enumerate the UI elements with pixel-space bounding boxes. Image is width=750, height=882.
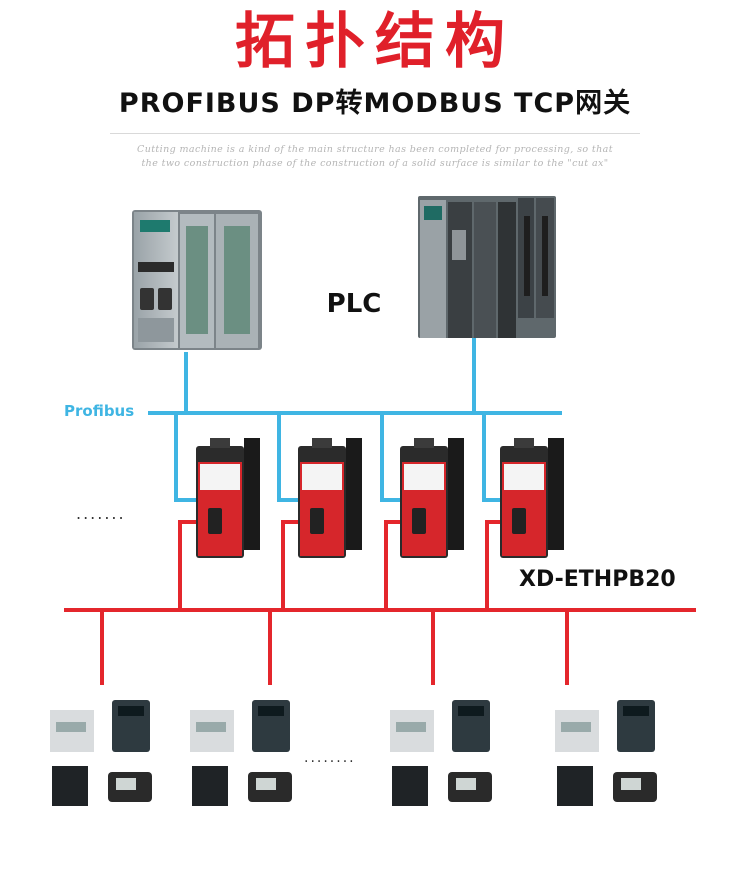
vfd-drive [192, 766, 228, 806]
device-group-3 [390, 700, 492, 806]
plc-label: PLC [327, 289, 382, 319]
inverter [112, 700, 150, 752]
plc-s7-400 [418, 196, 556, 338]
controller-panel [613, 772, 657, 802]
caption-line-2: the two construction phase of the constr… [141, 158, 609, 169]
energy-meter [390, 710, 434, 752]
device-group-2 [190, 700, 292, 806]
profibus-label: Profibus [64, 402, 134, 420]
title-divider [110, 133, 640, 134]
vfd-drive [52, 766, 88, 806]
gateway-3 [400, 438, 464, 558]
inverter [252, 700, 290, 752]
inverter [617, 700, 655, 752]
ethernet-lines [64, 520, 696, 685]
controller-panel [248, 772, 292, 802]
device-ellipsis: ........ [304, 750, 356, 766]
gateway-1 [196, 438, 260, 558]
caption-line-1: Cutting machine is a kind of the main st… [137, 144, 613, 155]
gateway-model-label: XD-ETHPB20 [519, 567, 676, 592]
vfd-drive [557, 766, 593, 806]
gateway-2 [298, 438, 362, 558]
energy-meter [555, 710, 599, 752]
energy-meter [190, 710, 234, 752]
inverter [452, 700, 490, 752]
device-group-4 [555, 700, 657, 806]
gateway-ellipsis: ....... [76, 504, 126, 523]
vfd-drive [392, 766, 428, 806]
controller-panel [108, 772, 152, 802]
controller-panel [448, 772, 492, 802]
plc-s7-300 [132, 210, 262, 350]
page-subtitle: PROFIBUS DP转MODBUS TCP网关 [118, 88, 632, 119]
energy-meter [50, 710, 94, 752]
gateway-4 [500, 438, 564, 558]
device-group-1 [50, 700, 152, 806]
page-title: 拓扑结构 [235, 7, 515, 77]
